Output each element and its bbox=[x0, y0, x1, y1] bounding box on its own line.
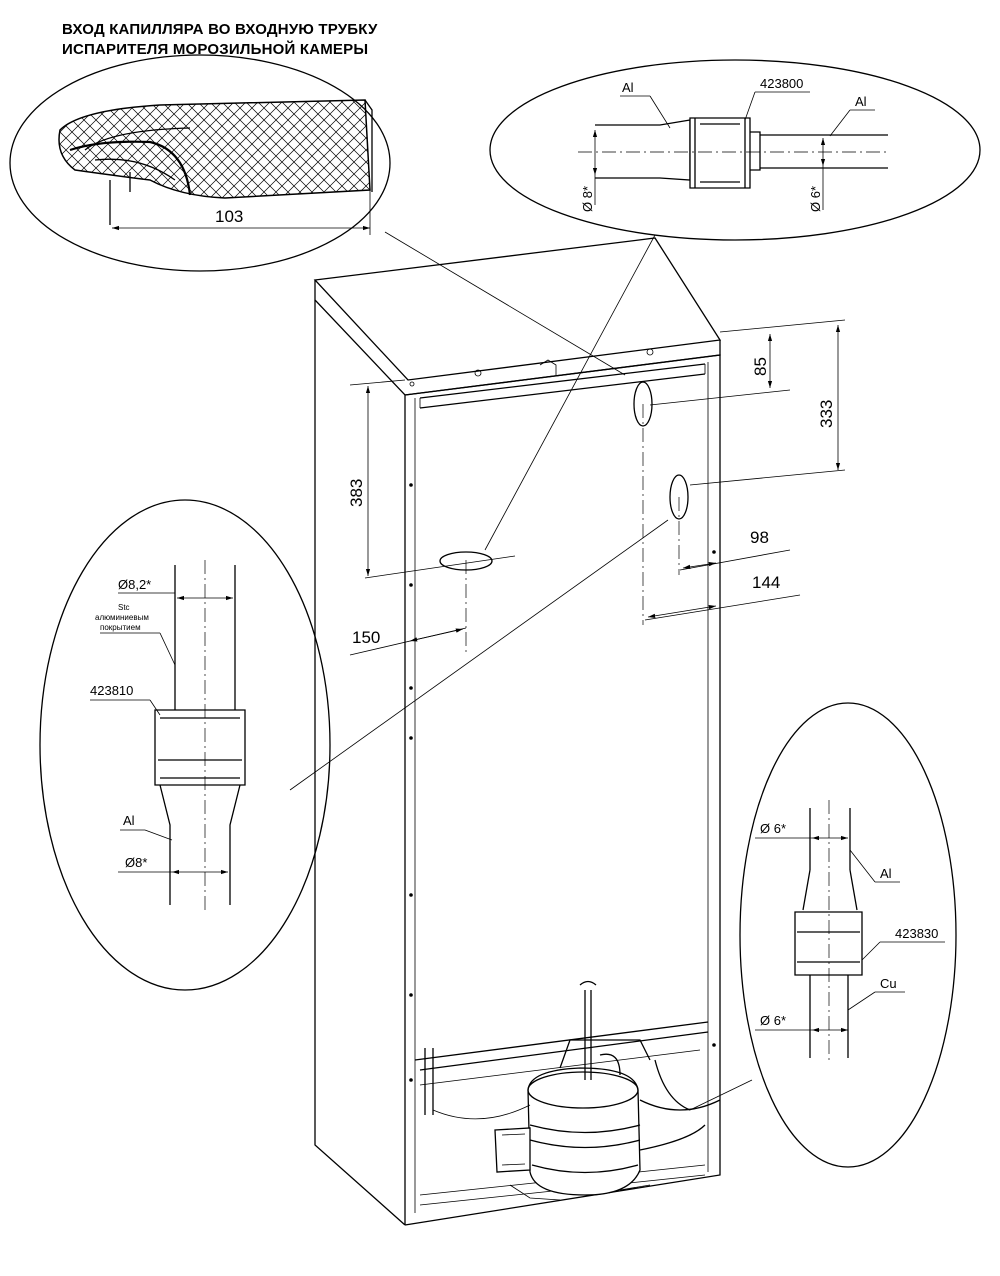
dimension-98: 98 bbox=[750, 528, 769, 547]
capillary-detail: 103 bbox=[9, 54, 626, 376]
drawing-title: ВХОД КАПИЛЛЯРА ВО ВХОДНУЮ ТРУБКУ ИСПАРИТ… bbox=[62, 20, 378, 60]
right-joint-part-number: 423830 bbox=[895, 926, 938, 941]
top-joint-part-number: 423800 bbox=[760, 76, 803, 91]
left-joint-top-diameter: Ø8,2* bbox=[118, 577, 151, 592]
title-line-2: ИСПАРИТЕЛЯ МОРОЗИЛЬНОЙ КАМЕРЫ bbox=[62, 41, 369, 58]
left-joint-bottom-diameter: Ø8* bbox=[125, 855, 147, 870]
left-joint-coating-line1: Stc bbox=[118, 603, 130, 612]
left-joint-part-number: 423810 bbox=[90, 683, 133, 698]
cabinet bbox=[313, 237, 722, 1226]
evaporator-opening-mid bbox=[669, 474, 689, 520]
top-joint-right-material: Al bbox=[855, 94, 867, 109]
top-joint-left-diameter: Ø 8* bbox=[580, 186, 595, 212]
right-joint-bottom-material: Cu bbox=[880, 976, 897, 991]
dimension-144: 144 bbox=[752, 573, 780, 592]
right-joint-top-diameter: Ø 6* bbox=[760, 821, 786, 836]
right-joint-detail: Ø 6* Al 423830 Cu Ø 6* bbox=[689, 702, 957, 1168]
right-joint-top-material: Al bbox=[880, 866, 892, 881]
left-joint-detail: Ø8,2* Stc алюминиевым покрытием 423810 A… bbox=[39, 499, 669, 991]
capillary-length-label: 103 bbox=[215, 207, 243, 226]
dimension-333: 333 bbox=[817, 400, 836, 428]
screw-holes bbox=[409, 483, 716, 1082]
evaporator-opening-upper bbox=[633, 381, 653, 427]
top-joint-left-material: Al bbox=[622, 80, 634, 95]
compressor bbox=[424, 980, 721, 1201]
cabinet-dimensions: 85 333 383 98 144 150 bbox=[347, 319, 846, 656]
title-line-1: ВХОД КАПИЛЛЯРА ВО ВХОДНУЮ ТРУБКУ bbox=[62, 21, 378, 38]
dimension-150: 150 bbox=[352, 628, 380, 647]
dimension-85: 85 bbox=[751, 357, 770, 376]
right-joint-bottom-diameter: Ø 6* bbox=[760, 1013, 786, 1028]
dimension-383: 383 bbox=[347, 479, 366, 507]
left-joint-bottom-material: Al bbox=[123, 813, 135, 828]
left-joint-coating-line2: алюминиевым bbox=[95, 613, 149, 622]
top-joint-right-diameter: Ø 6* bbox=[808, 186, 823, 212]
left-joint-coating-line3: покрытием bbox=[100, 623, 141, 632]
top-joint-detail: Al 423800 Al Ø 8* Ø 6* bbox=[484, 59, 981, 551]
